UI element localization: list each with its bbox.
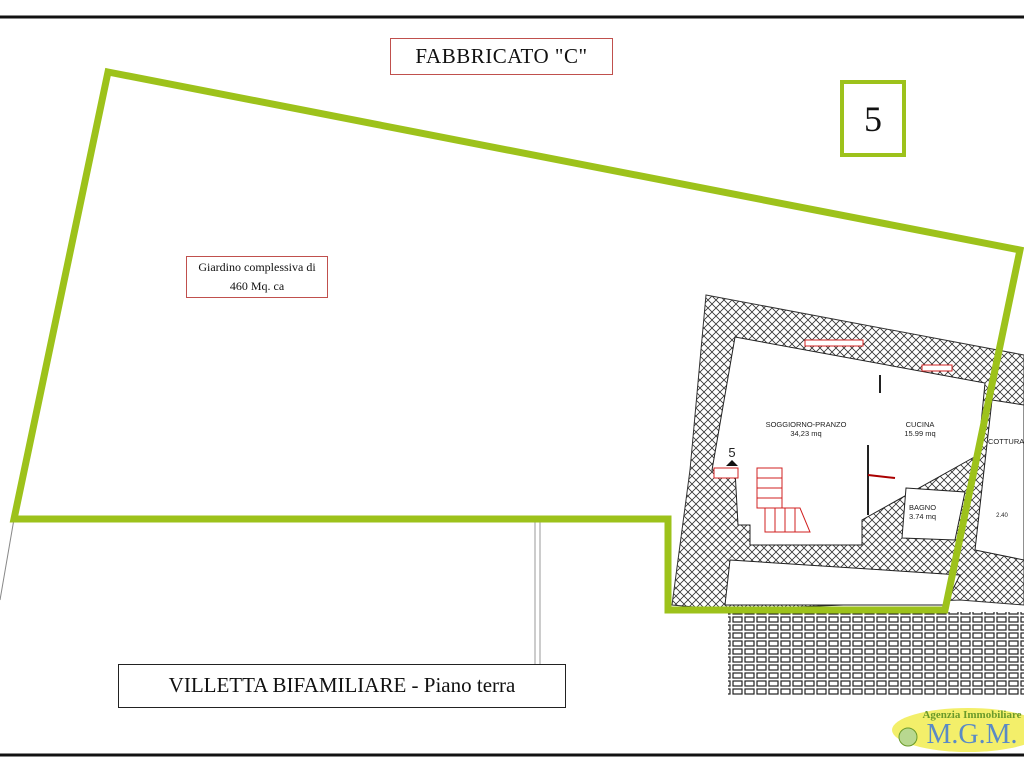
staircase [756, 467, 811, 533]
room-label-soggiorno: SOGGIORNO-PRANZO 34,23 mq [756, 420, 856, 438]
room-area: 15.99 mq [904, 429, 936, 438]
section-marker-icon [726, 460, 738, 466]
section-marker-label: 5 [728, 445, 736, 460]
room-area: 34,23 mq [790, 429, 822, 438]
room-name: SOGGIORNO-PRANZO [765, 420, 847, 429]
room-cottura [974, 399, 1024, 561]
logo-line2: M.G.M. [926, 719, 1018, 750]
garden-label-line1: Giardino complessiva di [198, 260, 316, 274]
room-area: 3.74 mq [908, 512, 937, 521]
logo-line1: Agenzia Immobiliare [922, 709, 1022, 721]
room-bagno [901, 487, 966, 541]
room-label-cucina: CUCINA 15.99 mq [880, 420, 960, 438]
garden-label: Giardino complessiva di 460 Mq. ca [186, 256, 328, 298]
plan-caption: VILLETTA BIFAMILIARE - Piano terra [118, 664, 566, 708]
garden-boundary [9, 67, 1024, 614]
room-name: CUCINA [905, 420, 935, 429]
room-label-cottura: COTTURA- [988, 437, 1024, 446]
unit-number: 5 [840, 80, 906, 157]
agency-logo: Agenzia Immobiliare M.G.M. [890, 705, 1024, 755]
room-label-bagno: BAGNO 3.74 mq [900, 503, 945, 521]
garden-label-line2: 460 Mq. ca [229, 279, 285, 293]
dimension-label: 2.40 [996, 513, 1008, 519]
room-name: BAGNO [908, 503, 937, 512]
building-title: FABBRICATO "C" [390, 38, 613, 75]
paving [728, 612, 1024, 696]
